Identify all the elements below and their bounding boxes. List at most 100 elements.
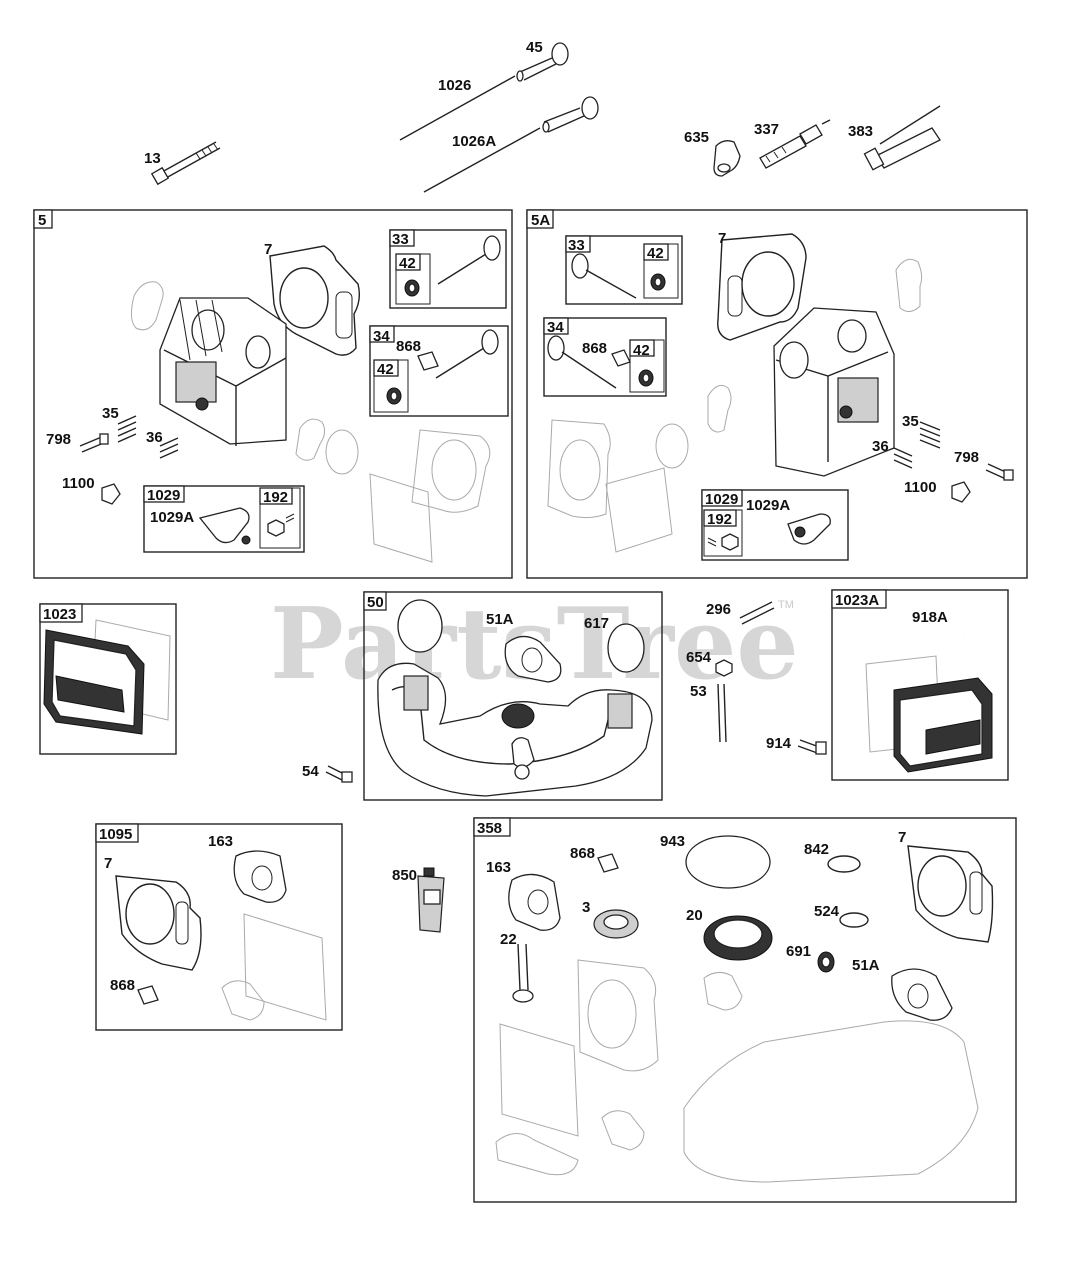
gasket-icon[interactable] [233,850,287,903]
part-label-337: 337 [754,121,779,138]
valve-icon[interactable] [547,335,617,389]
valve-icon[interactable] [435,329,499,379]
cylinder-head-icon[interactable] [773,307,895,477]
gasket-icon[interactable] [891,968,953,1021]
head-gasket-icon[interactable] [115,875,202,971]
retainer-icon[interactable] [101,483,121,505]
part-label-7d: 7 [898,829,906,846]
valve-cover-icon[interactable] [43,629,145,735]
guide-icon[interactable] [137,985,159,1005]
nut-icon[interactable] [715,659,733,677]
part-label-163: 163 [208,833,233,850]
valve-cover-icon[interactable] [893,677,993,773]
kit-box-358 [473,817,1017,1203]
part-label-1026a: 1026A [452,133,496,150]
rocker-arm-icon[interactable] [787,513,831,545]
part-label-383: 383 [848,123,873,140]
kit-box-1029 [143,485,305,553]
part-label-45: 45 [526,39,543,56]
head-gasket-icon[interactable] [907,845,994,943]
valve-icon[interactable] [437,235,501,285]
spark-plug-tool-icon[interactable] [863,105,941,171]
spark-plug-boot-icon[interactable] [713,140,741,177]
spring-icon[interactable] [117,415,137,443]
gasket-ring-icon[interactable] [607,623,645,673]
gasket-icon[interactable] [495,959,979,1183]
bolt-icon[interactable] [150,141,221,186]
sealant-tube-icon[interactable] [417,867,445,933]
gasket-icon[interactable] [508,873,561,931]
kit-tag-42d: 42 [633,342,650,359]
part-label-13: 13 [144,150,161,167]
kit-tag-192b: 192 [707,511,732,528]
kit-tag-50: 50 [367,594,384,611]
head-gasket-icon[interactable] [717,233,807,341]
spring-icon[interactable] [159,437,179,459]
stud-icon[interactable] [717,683,727,743]
part-label-918a: 918A [912,609,948,626]
seal-icon[interactable] [386,387,402,405]
kit-tag-1095: 1095 [99,826,132,843]
kit-tag-34b: 34 [547,319,564,336]
kit-tag-34: 34 [373,328,390,345]
part-label-20: 20 [686,907,703,924]
spring-icon[interactable] [893,447,913,469]
oil-seal-icon[interactable] [703,915,773,961]
gasket-icon[interactable] [547,258,923,553]
part-label-35b: 35 [902,413,919,430]
part-label-7: 7 [264,241,272,258]
gasket-icon[interactable] [504,635,562,683]
bolt-icon[interactable] [985,463,1014,481]
cylinder-head-icon[interactable] [159,297,287,446]
part-label-868d: 868 [570,845,595,862]
bolt-icon[interactable] [79,433,109,453]
kit-box-1023 [39,603,177,755]
gasket-icon[interactable] [221,913,327,1021]
gasket-ring-icon[interactable] [397,599,443,653]
valve-icon[interactable] [516,42,569,82]
spring-icon[interactable] [919,421,941,449]
seal-icon[interactable] [650,273,666,291]
spark-plug-icon[interactable] [759,119,831,169]
kit-tag-42: 42 [399,255,416,272]
part-label-868b: 868 [582,340,607,357]
o-ring-icon[interactable] [839,912,869,928]
part-label-22: 22 [500,931,517,948]
intake-manifold-icon[interactable] [377,662,653,797]
part-label-54: 54 [302,763,319,780]
seal-icon[interactable] [638,369,654,387]
nut-icon[interactable] [707,533,739,551]
part-label-798: 798 [46,431,71,448]
seal-icon[interactable] [404,279,420,297]
valve-icon[interactable] [542,96,599,133]
bolt-icon[interactable] [512,943,534,1003]
bolt-icon[interactable] [325,765,353,783]
pushrod-icon[interactable] [399,75,516,141]
gasket-icon[interactable] [130,281,491,563]
kit-tag-1029: 1029 [147,487,180,504]
pushrod-icon[interactable] [423,127,541,193]
rocker-arm-icon[interactable] [198,507,251,545]
guide-icon[interactable] [417,351,439,371]
o-ring-icon[interactable] [827,855,861,873]
o-ring-icon[interactable] [685,835,771,889]
part-label-1029a: 1029A [150,509,194,526]
part-label-635: 635 [684,129,709,146]
kit-tag-192: 192 [263,489,288,506]
valve-icon[interactable] [571,253,637,299]
kit-tag-33: 33 [392,231,409,248]
bolt-icon[interactable] [797,739,827,755]
stud-icon[interactable] [739,601,775,625]
kit-box-50 [363,591,663,801]
retainer-icon[interactable] [951,481,971,503]
seal-icon[interactable] [817,951,835,973]
guide-icon[interactable] [611,349,631,367]
part-label-296: 296 [706,601,731,618]
nut-icon[interactable] [267,513,295,537]
kit-box-1095 [95,823,343,1031]
seal-icon[interactable] [593,909,639,939]
guide-icon[interactable] [597,853,619,873]
kit-tag-42b: 42 [377,361,394,378]
